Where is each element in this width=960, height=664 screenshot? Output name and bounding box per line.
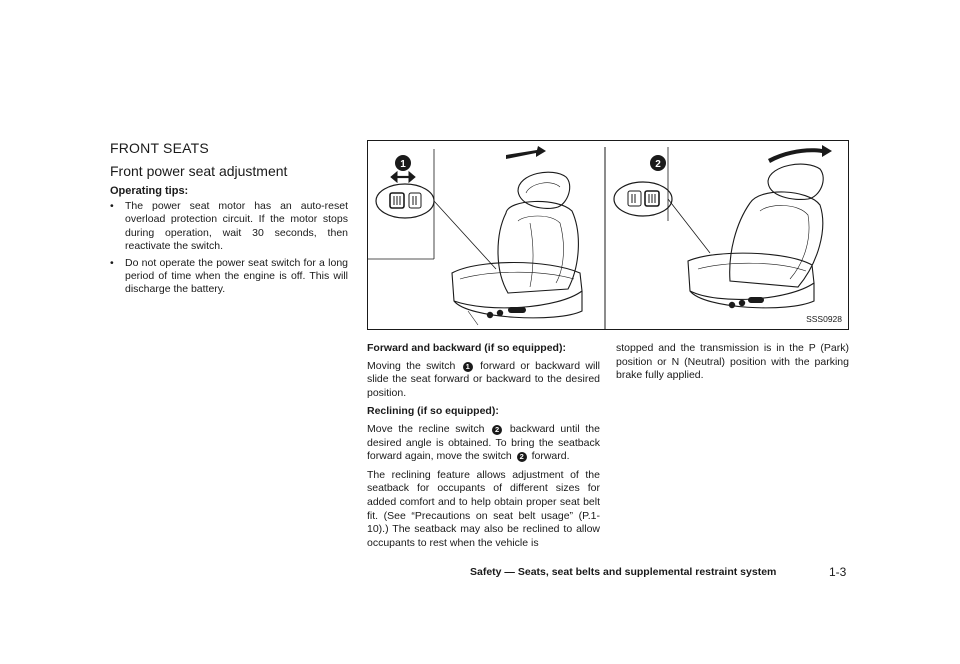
callout-1-badge: 1 (395, 155, 411, 171)
callout-2-icon: 2 (516, 452, 527, 463)
leader-lines-left (368, 149, 497, 270)
page-footer: Safety — Seats, seat belts and supplemen… (470, 566, 777, 578)
text-column-right: stopped and the transmission is in the P… (616, 342, 849, 388)
section-title: FRONT SEATS (110, 140, 209, 156)
forward-backward-text: Moving the switch 1 forward or backward … (367, 359, 601, 399)
tip-text: Do not operate the power seat switch for… (125, 256, 348, 296)
tip-text: The power seat motor has an auto-reset o… (125, 200, 348, 253)
seat-right (687, 163, 824, 309)
reclining-text: Move the recline switch 2 backward until… (367, 422, 600, 463)
forward-backward-arrow-icon (506, 146, 546, 159)
svg-text:1: 1 (400, 159, 406, 170)
callout-1-icon: 1 (462, 361, 473, 372)
double-arrow-icon (390, 170, 416, 184)
text-column-middle: Forward and backward (if so equipped): M… (367, 342, 600, 555)
seat-side-switches-right (728, 297, 764, 309)
reclining-feature-text-continued: stopped and the transmission is in the P… (616, 342, 849, 382)
switch-panel-left (375, 183, 435, 219)
seat-left (451, 171, 583, 326)
figure-code: SSS0928 (806, 314, 842, 324)
switch-panel-right (613, 181, 673, 217)
callout-2-badge: 2 (650, 155, 666, 171)
reclining-feature-text: The reclining feature allows adjustment … (367, 468, 600, 549)
seat-side-switches-left (486, 307, 526, 319)
list-item: • The power seat motor has an auto-reset … (110, 200, 348, 254)
operating-tips-list: • The power seat motor has an auto-reset … (110, 200, 348, 300)
list-item: • Do not operate the power seat switch fo… (110, 257, 348, 297)
reclining-heading: Reclining (if so equipped): (367, 405, 499, 418)
leader-lines-right (667, 147, 711, 254)
bullet-icon: • (110, 200, 114, 212)
recline-arrow-icon (768, 145, 832, 163)
page-number: 1-3 (829, 565, 847, 579)
forward-backward-heading: Forward and backward (if so equipped): (367, 342, 566, 354)
seat-illustration: 1 (368, 145, 832, 329)
sub-title: Front power seat adjustment (110, 163, 288, 179)
callout-2-icon: 2 (492, 424, 503, 435)
operating-tips-heading: Operating tips: (110, 185, 189, 197)
seat-adjustment-figure: 1 (367, 140, 849, 330)
svg-text:2: 2 (655, 159, 661, 170)
bullet-icon: • (110, 256, 114, 269)
